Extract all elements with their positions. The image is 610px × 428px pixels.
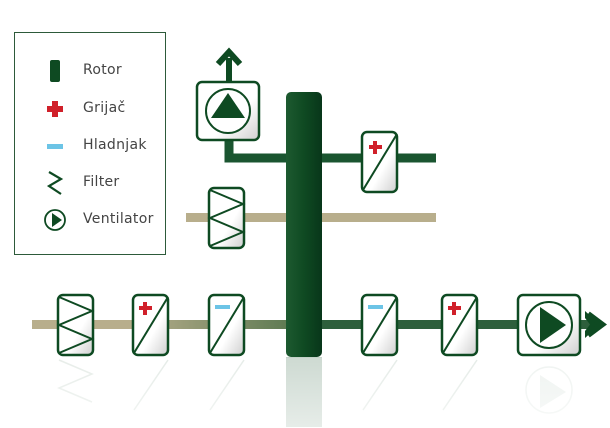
- plus-icon: [47, 101, 63, 117]
- reflection-fade: [0, 358, 610, 428]
- fan-icon: [44, 209, 66, 231]
- supply-arrow-head: [586, 311, 607, 338]
- minus-icon: [215, 305, 230, 309]
- zigzag-icon: [56, 296, 95, 354]
- exhaust-arrow-icon: [215, 47, 243, 67]
- legend-item-cooler: Hladnjak: [15, 134, 165, 158]
- precooler: [207, 293, 246, 411]
- legend-label: Ventilator: [83, 211, 154, 227]
- exhaust-fan: [195, 80, 261, 142]
- rotor: [286, 92, 322, 357]
- minus-icon: [47, 144, 63, 149]
- legend-item-rotor: Rotor: [15, 59, 165, 83]
- minus-icon: [368, 305, 383, 309]
- legend: Rotor Grijač Hladnjak Filter Ventilator: [14, 32, 166, 255]
- legend-label: Rotor: [83, 62, 122, 78]
- legend-item-heater: Grijač: [15, 97, 165, 121]
- fan-icon: [540, 307, 566, 343]
- return-heater: [360, 130, 399, 194]
- legend-item-fan: Ventilator: [15, 208, 165, 232]
- zigzag-icon: [46, 171, 64, 195]
- rotor-icon: [50, 60, 60, 82]
- return-filter: [207, 186, 246, 250]
- zigzag-icon: [207, 189, 246, 247]
- legend-item-filter: Filter: [15, 171, 165, 195]
- legend-label: Grijač: [83, 100, 126, 116]
- legend-label: Filter: [83, 174, 120, 190]
- supply-heater: [440, 293, 479, 411]
- legend-label: Hladnjak: [83, 137, 147, 153]
- duct-exhaust: [224, 135, 300, 163]
- fan-icon: [211, 93, 245, 118]
